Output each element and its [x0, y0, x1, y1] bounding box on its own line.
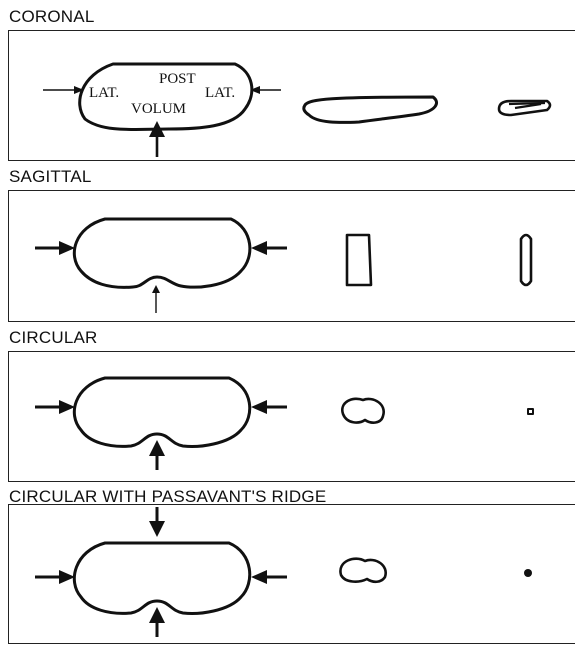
section-label-sagittal: SAGITTAL — [9, 168, 92, 185]
arrow-up — [149, 440, 165, 470]
circular-outline-mid — [342, 399, 383, 423]
section-label-circular-passavant: CIRCULAR WITH PASSAVANT'S RIDGE — [9, 488, 326, 505]
sagittal-outline-closed — [521, 235, 531, 285]
sagittal-diagram — [9, 191, 575, 323]
sagittal-outline-mid — [347, 235, 371, 285]
label-post: POST — [159, 71, 196, 87]
arrow-small-up — [152, 285, 160, 313]
coronal-outline-mid — [304, 97, 437, 122]
arrow-right-in — [251, 570, 267, 584]
label-volum: VOLUM — [131, 101, 186, 117]
label-lat-right: LAT. — [205, 85, 235, 101]
passavant-outline-closed — [524, 569, 532, 577]
arrow-volum-up — [149, 121, 165, 157]
arrow-left-in — [59, 570, 75, 584]
panel-sagittal — [8, 190, 575, 322]
panel-circular-passavant — [8, 504, 575, 644]
coronal-diagram: LAT. POST LAT. VOLUM — [9, 31, 575, 162]
arrow-up-bottom — [149, 607, 165, 637]
circular-outline-closed — [528, 409, 533, 414]
section-label-coronal: CORONAL — [9, 8, 94, 25]
arrow-left-in — [59, 241, 75, 255]
circular-passavant-diagram — [9, 505, 575, 645]
circular-outline-open — [74, 378, 249, 446]
arrow-right-in — [251, 400, 267, 414]
arrow-left-in — [59, 400, 75, 414]
arrow-down-top — [149, 507, 165, 537]
panel-circular — [8, 351, 575, 482]
arrow-right-in — [251, 241, 267, 255]
sagittal-outline-open — [74, 219, 250, 287]
section-label-circular: CIRCULAR — [9, 329, 98, 346]
passavant-outline-mid — [340, 559, 385, 582]
circular-diagram — [9, 352, 575, 483]
panel-coronal: LAT. POST LAT. VOLUM — [8, 30, 575, 161]
passavant-outline-open — [74, 543, 249, 613]
label-lat-left: LAT. — [89, 85, 119, 101]
